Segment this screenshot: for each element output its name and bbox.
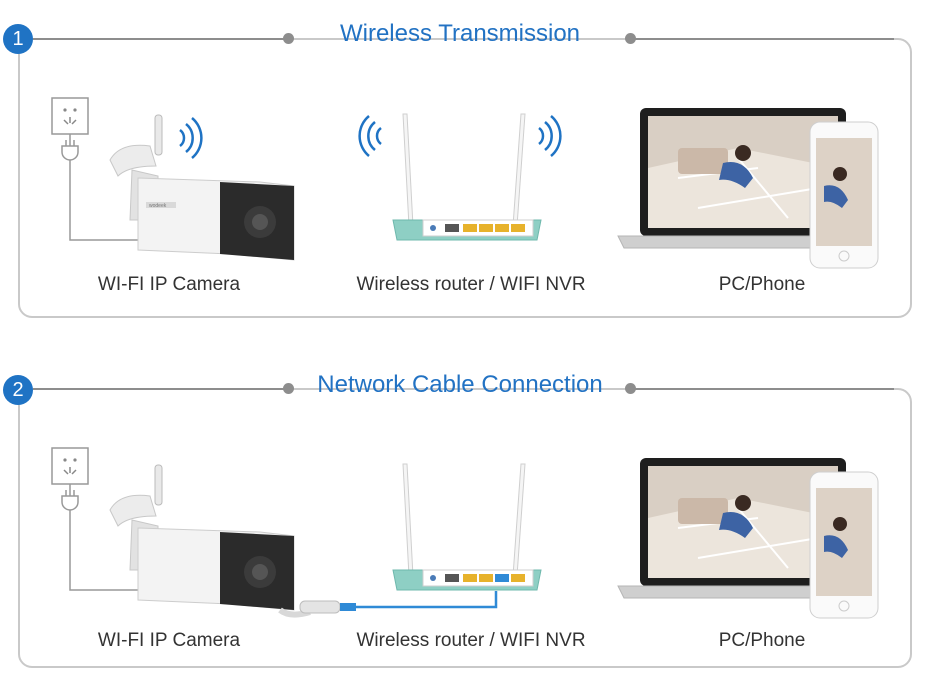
ip-camera-illustration: wodeek <box>51 97 295 261</box>
section-1-right-line <box>632 38 894 40</box>
section-1-badge: 1 <box>3 24 33 54</box>
section-2-device-label: PC/Phone <box>718 630 806 651</box>
section-2-right-line <box>632 388 894 390</box>
section-2-left-dot <box>283 383 294 394</box>
section-2-camera-label: WI-FI IP Camera <box>97 630 241 651</box>
router-illustration-wired <box>392 463 542 591</box>
section-1-device-label: PC/Phone <box>718 274 806 295</box>
ip-camera-illustration-wired <box>51 447 311 618</box>
network-cable-icon <box>299 591 498 614</box>
section-2-right-dot <box>625 383 636 394</box>
power-outlet-icon <box>51 97 160 241</box>
section-1-router-label: Wireless router / WIFI NVR <box>356 274 586 295</box>
section-2-router-label: Wireless router / WIFI NVR <box>356 630 586 651</box>
section-2-panel <box>18 388 912 668</box>
wifi-signal-right-icon <box>538 115 562 157</box>
section-1-camera-label: WI-FI IP Camera <box>97 274 241 295</box>
camera-brand-text: wodeek <box>149 203 167 209</box>
section-1-title: Wireless Transmission <box>339 20 581 47</box>
pc-phone-illustration-wired <box>617 458 879 619</box>
section-1-right-dot <box>625 33 636 44</box>
section-1-panel <box>18 38 912 318</box>
section-1-left-line <box>33 38 288 40</box>
router-illustration <box>358 113 562 241</box>
section-2-left-line <box>33 388 288 390</box>
power-outlet-icon <box>51 447 160 591</box>
wifi-signal-icon <box>179 117 203 159</box>
wifi-signal-left-icon <box>358 115 382 157</box>
section-1-left-dot <box>283 33 294 44</box>
section-2-badge: 2 <box>3 375 33 405</box>
pc-phone-illustration <box>617 108 879 269</box>
section-2-title: Network Cable Connection <box>317 371 603 398</box>
